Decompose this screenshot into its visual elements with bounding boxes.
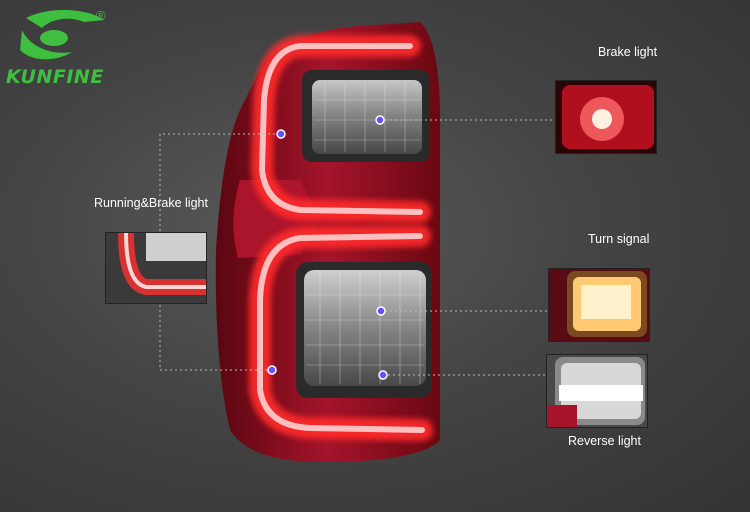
turn-signal-label: Turn signal (588, 232, 650, 246)
running-brake-light-label: Running&Brake light (94, 196, 208, 210)
brake-light-thumb (555, 80, 657, 154)
leader-running-lower (159, 300, 272, 371)
leader-running-upper (159, 133, 280, 232)
running-brake-thumb (105, 232, 207, 304)
reverse-light-label: Reverse light (568, 434, 641, 448)
marker-reverse (378, 370, 388, 380)
brand-name: KUNFINE (6, 66, 104, 88)
brake-light-label: Brake light (598, 45, 658, 59)
turn-signal-thumb (548, 268, 650, 342)
marker-running-upper (276, 129, 286, 139)
brand-logo: ® (8, 8, 128, 88)
led-light-guide (249, 35, 433, 441)
marker-turn (376, 306, 386, 316)
marker-running-lower (267, 365, 277, 375)
marker-brake (375, 115, 385, 125)
reverse-light-thumb (546, 354, 648, 428)
registered-mark: ® (96, 8, 106, 23)
